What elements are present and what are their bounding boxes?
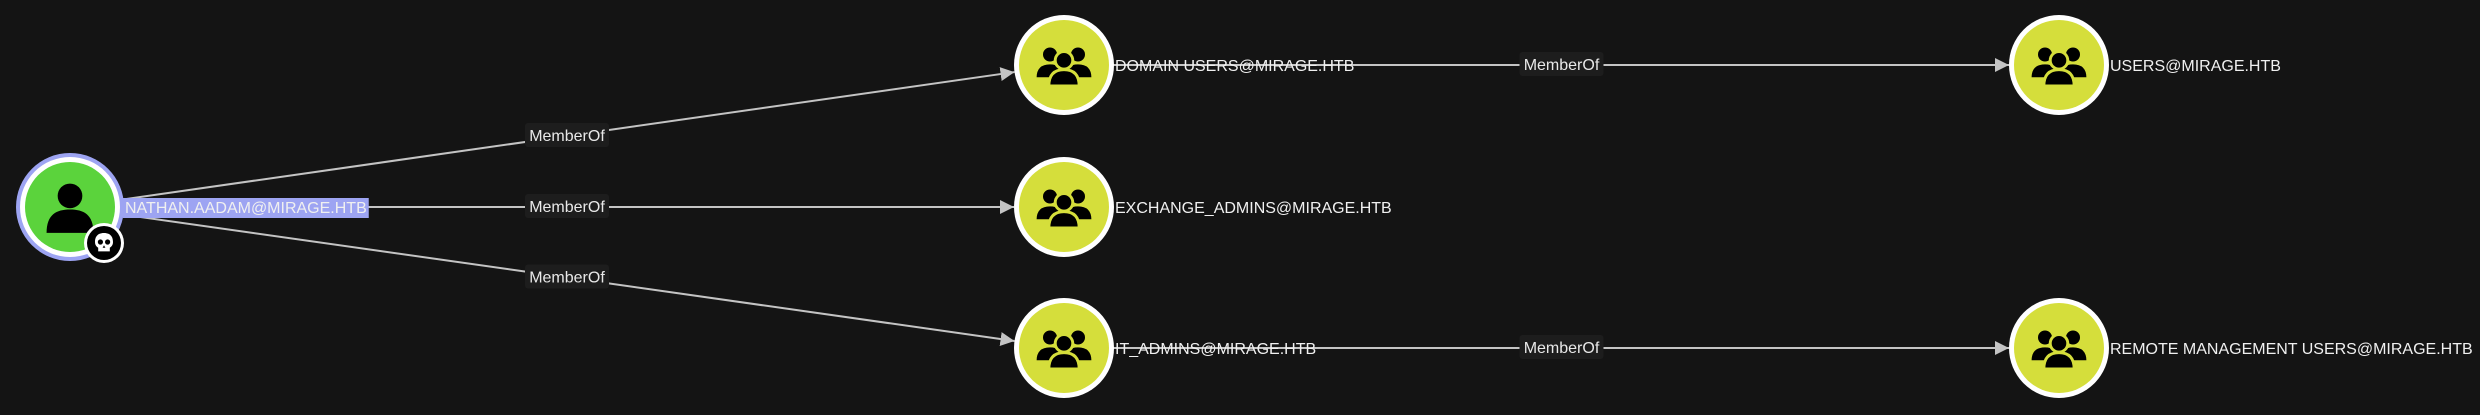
edge-label-text: MemberOf (529, 128, 605, 145)
node-exchange-admins[interactable]: EXCHANGE_ADMINS@MIRAGE.HTB (1014, 157, 1392, 257)
edge-label-text: MemberOf (1524, 57, 1600, 74)
selected-label-highlight (123, 198, 369, 218)
node-label: EXCHANGE_ADMINS@MIRAGE.HTB (1115, 200, 1392, 217)
edge-label-text: MemberOf (529, 270, 605, 287)
node-label: DOMAIN USERS@MIRAGE.HTB (1115, 58, 1354, 75)
edge-label[interactable]: MemberOf (1519, 52, 1604, 76)
edge-label-text: MemberOf (1524, 340, 1600, 357)
node-domain-users[interactable]: DOMAIN USERS@MIRAGE.HTB (1014, 15, 1354, 115)
edge-label[interactable]: MemberOf (1519, 335, 1604, 359)
edge-label[interactable]: MemberOf (525, 123, 609, 147)
node-nathan[interactable]: NATHAN.AADAM@MIRAGE.HTB (16, 153, 369, 263)
edge-label[interactable]: MemberOf (525, 194, 609, 218)
node-remote-mgmt[interactable]: REMOTE MANAGEMENT USERS@MIRAGE.HTB (2009, 298, 2473, 398)
edge-label[interactable]: MemberOf (525, 264, 609, 289)
node-label: REMOTE MANAGEMENT USERS@MIRAGE.HTB (2110, 341, 2473, 358)
node-label: USERS@MIRAGE.HTB (2110, 58, 2281, 75)
node-label: NATHAN.AADAM@MIRAGE.HTB (125, 200, 367, 217)
edge-label-text: MemberOf (529, 199, 605, 216)
skull-icon (84, 223, 124, 263)
node-it-admins[interactable]: IT_ADMINS@MIRAGE.HTB (1014, 298, 1316, 398)
node-label: IT_ADMINS@MIRAGE.HTB (1115, 341, 1316, 358)
node-users[interactable]: USERS@MIRAGE.HTB (2009, 15, 2281, 115)
